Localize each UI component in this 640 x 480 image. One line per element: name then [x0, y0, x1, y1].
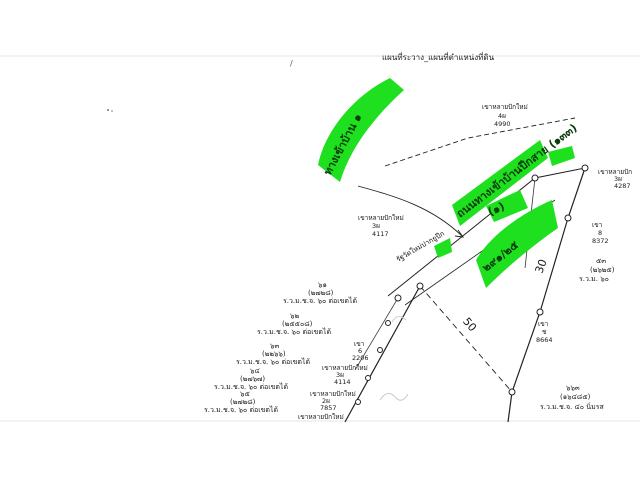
marker-label-right-top: เขาหลายปัก 3ผ 4287 — [598, 168, 632, 190]
faint-handwriting — [379, 393, 409, 401]
boundary-left-2 — [354, 297, 399, 371]
marker-label-text: เขาหลายปัก — [598, 168, 632, 176]
parcel-number: ๖๓ — [270, 342, 279, 350]
marker-code-text: 2ผ — [322, 397, 330, 405]
highlight-top-left — [318, 78, 404, 182]
marker-number-text: 4114 — [334, 378, 351, 386]
dashed-dimension-line — [419, 285, 513, 393]
parcel-desc: ร.ว.ม.ช.จ. ๖๐ ต่อเขตได้ — [257, 327, 331, 336]
marker-label-text: เขาหลายปักใหม่ — [482, 103, 528, 111]
paper-sheet — [0, 55, 640, 422]
marker-number-text: 7857 — [320, 404, 337, 412]
stray-dot — [111, 110, 113, 112]
marker-label-left-b: เขาหลายปักใหม่ 3ผ 4114 — [322, 364, 368, 386]
marker-point — [564, 214, 572, 222]
parcel-label-64: ๖๔ (๒๗๖๗) ร.ว.ม.ช.จ. ๖๐ ต่อเขตได้ — [214, 367, 288, 391]
marker-label-right-lower: เขา ช 8664 — [536, 320, 553, 344]
parcel-label-63: ๖๓ (๒๒๖๖) ร.ว.ม.ช.จ. ๖๐ ต่อเขตได้ — [236, 342, 310, 366]
marker-point — [581, 164, 589, 172]
marker-label-text: เขา — [354, 340, 365, 348]
parcel-label-53: ๕๓ (๒๖๒๕) ร.ว.ม. ๖๐ — [579, 257, 615, 283]
highlight-road-mark — [434, 238, 452, 258]
marker-point — [508, 388, 516, 396]
faint-handwriting — [391, 316, 407, 323]
marker-code-text: ช — [542, 328, 547, 336]
marker-label-left-mid: เขาหลายปักใหม่ 3ผ 4117 — [358, 214, 404, 238]
marker-label-left-d: เขาหลายปักใหม่ — [298, 413, 344, 421]
parcel-label-61: ๖๑ (๒๗๒๘) ร.ว.ม.ช.จ. ๖๐ ต่อเขตได้ — [283, 281, 357, 305]
marker-number-text: 4990 — [494, 120, 511, 128]
parcel-number: ๖๔ — [250, 367, 260, 375]
parcel-sub: (๒๗๒๘) — [230, 398, 256, 406]
sheet-header: แผนที่ระวาง_แผนที่ตำแหน่งที่ดิน — [382, 51, 495, 62]
parcel-desc: ร.ว.ม.ช.จ. ๖๐ ต่อเขตได้ — [204, 405, 278, 414]
marker-label-left-a: เขา 6 2206 — [352, 340, 369, 362]
parcel-sub: (๒๖๒๕) — [590, 266, 615, 274]
parcel-sub: (๒๕๕๐๘) — [282, 320, 313, 328]
marker-point — [377, 347, 383, 353]
parcel-number: ๖๖๓ — [566, 384, 580, 392]
marker-label-text: เขาหลายปักใหม่ — [322, 364, 368, 372]
parcel-desc: ร.ว.ม.ช.จ. ๖๐ ต่อเขตได้ — [236, 357, 310, 366]
stray-dot — [107, 109, 109, 111]
marker-number-text: 4287 — [614, 182, 631, 190]
marker-label-text: เขาหลายปักใหม่ — [358, 214, 404, 222]
marker-code-text: 3ผ — [336, 371, 344, 379]
parcel-desc: ร.ว.ม.ช.จ. ๖๐ ต่อเขตได้ — [283, 296, 357, 305]
curve-road — [357, 185, 463, 237]
marker-code-text: 3ผ — [614, 175, 622, 183]
parcel-sub: (๒๒๖๖) — [262, 350, 286, 358]
marker-number-text: 4117 — [372, 230, 389, 238]
marker-point — [531, 174, 539, 182]
parcel-sub: (๒๗๖๗) — [240, 375, 265, 383]
highlight-plot-main — [476, 200, 558, 288]
marker-code-text: 3ผ — [372, 222, 380, 230]
parcel-label-663: ๖๖๓ (๑๖๔๘๕) ร.ว.ม.ช.จ. ๔๐ นิ่มรส — [540, 384, 604, 411]
marker-point — [416, 282, 424, 290]
marker-point — [536, 308, 544, 316]
parcel-number: ๕๓ — [596, 257, 606, 265]
parcel-number: ๖๑ — [318, 281, 327, 289]
marker-point — [394, 294, 402, 302]
marker-point — [355, 399, 361, 405]
marker-number-text: 2206 — [352, 354, 369, 362]
highlight-road — [452, 140, 548, 226]
marker-number-text: 8664 — [536, 336, 553, 344]
parcel-sub: (๒๗๒๘) — [308, 289, 334, 297]
marker-label-text: เขา — [592, 221, 603, 229]
marker-label-text: เขาหลายปักใหม่ — [298, 413, 344, 421]
dashed-boundary-top — [384, 117, 576, 167]
parcel-desc: ร.ว.ม. ๖๐ — [579, 275, 609, 283]
parcel-desc: ร.ว.ม.ช.จ. ๖๐ ต่อเขตได้ — [214, 382, 288, 391]
stray-mark: / — [290, 59, 293, 68]
marker-label-right-mid: เขา 8 8372 — [592, 221, 609, 245]
parcel-label-62: ๖๒ (๒๕๕๐๘) ร.ว.ม.ช.จ. ๖๐ ต่อเขตได้ — [257, 312, 331, 336]
marker-code-text: 4ผ — [498, 112, 506, 120]
dimension-30: 30 — [533, 257, 550, 275]
marker-code-text: 8 — [598, 229, 602, 237]
parcel-number: ๖๕ — [240, 390, 250, 398]
marker-code-text: 6 — [358, 347, 362, 355]
parcel-sub: (๑๖๔๘๕) — [560, 393, 591, 401]
marker-point — [365, 375, 371, 381]
marker-label-top: เขาหลายปักใหม่ 4ผ 4990 — [482, 103, 528, 128]
arrow-head — [454, 229, 464, 238]
parcel-desc: ร.ว.ม.ช.จ. ๔๐ นิ่มรส — [540, 402, 604, 411]
marker-label-text: เขา — [538, 320, 549, 328]
highlight-small — [548, 146, 575, 166]
marker-number-text: 8372 — [592, 237, 609, 245]
parcel-label-65: ๖๕ (๒๗๒๘) ร.ว.ม.ช.จ. ๖๐ ต่อเขตได้ — [204, 390, 278, 414]
marker-label-left-c: เขาหลายปักใหม่ 2ผ 7857 — [310, 390, 356, 412]
parcel-number: ๖๒ — [290, 312, 299, 320]
highlight-plot-one — [486, 190, 528, 222]
marker-label-text: เขาหลายปักใหม่ — [310, 390, 356, 398]
marker-point — [385, 320, 391, 326]
